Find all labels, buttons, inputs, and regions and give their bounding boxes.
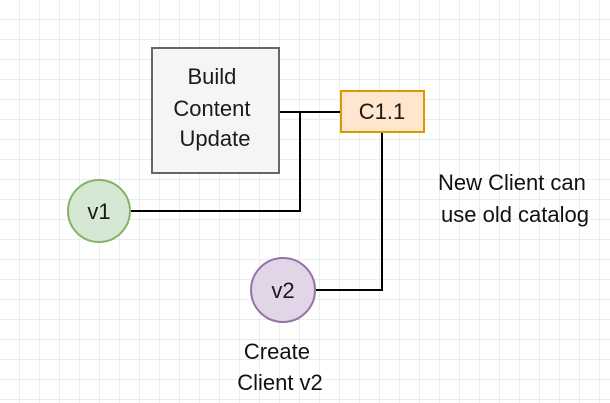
client-v2-circle [250, 257, 316, 323]
build-content-update-node[interactable]: Build Content Update [151, 47, 280, 174]
build-content-update-box [151, 47, 280, 174]
client-v2-node[interactable]: v2 [250, 257, 316, 323]
build-line-1: Build [187, 64, 236, 89]
build-content-update-label: Build Content Update [173, 64, 256, 151]
catalog-node[interactable]: C1.1 [340, 90, 425, 133]
build-line-3: Update [180, 126, 251, 151]
edge-v2-to-catalog [316, 133, 383, 291]
new-client-note-line-2: use old catalog [441, 202, 589, 227]
catalog-label: C1.1 [359, 99, 405, 124]
client-v1-node[interactable]: v1 [67, 179, 131, 243]
create-client-note-line-2: Client v2 [237, 370, 323, 395]
client-v1-label: v1 [87, 199, 110, 224]
new-client-note-line-1: New Client can [438, 170, 586, 195]
client-v1-circle [67, 179, 131, 243]
connectors [131, 111, 383, 291]
new-client-note: New Client can use old catalog [438, 170, 592, 227]
create-client-note-line-1: Create [244, 339, 310, 364]
client-v2-label: v2 [271, 278, 294, 303]
catalog-box [340, 90, 425, 133]
create-client-note: Create Client v2 [237, 339, 323, 395]
build-line-2: Content [173, 96, 250, 121]
edge-v1-to-catalog [131, 112, 301, 212]
